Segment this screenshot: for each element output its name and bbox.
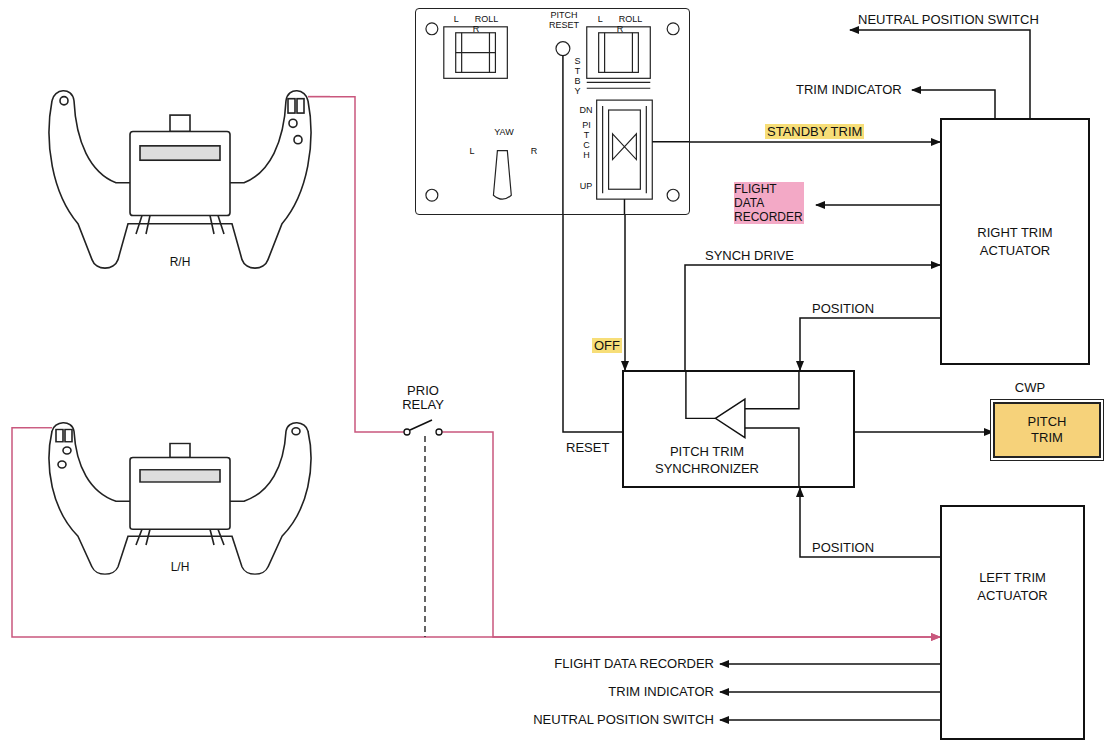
signal-name: NEUTRAL POSITION SWITCH (533, 712, 714, 727)
signal-label: POSITION (812, 301, 874, 316)
panel-heading: CWP (995, 380, 1065, 396)
panel-label: L ROLL R (444, 14, 508, 34)
panel-label: L ROLL R (588, 14, 652, 34)
signal-label: OFF (592, 338, 622, 353)
signal-line (624, 215, 626, 370)
signal-name: NEUTRAL POSITION SWITCH (858, 12, 1039, 27)
panel-label: PITCH RESET (542, 10, 586, 30)
leader-line (850, 30, 1030, 118)
control-yoke: R/H (30, 70, 330, 275)
panel-label: L (466, 146, 478, 156)
panel-label: STBY (573, 57, 582, 97)
yoke-illustration (30, 70, 330, 275)
yoke-illustration (30, 405, 330, 580)
signal-line (800, 488, 940, 557)
node-text: RIGHT TRIM ACTUATOR (963, 224, 1067, 259)
synchronizer-box: PITCH TRIM SYNCHRONIZER (622, 370, 855, 488)
signal-line (563, 215, 622, 432)
leader-line (720, 663, 940, 665)
panel-label: UP (579, 181, 593, 191)
signal-label: POSITION (812, 540, 874, 555)
panel-label: DN (579, 105, 593, 115)
signal-label: STANDBY TRIM (765, 124, 864, 139)
signal-name: TRIM INDICATOR (796, 82, 902, 97)
caution-panel-box: CWPPITCH TRIM (993, 402, 1101, 458)
signal-label: SYNCH DRIVE (705, 248, 794, 263)
signal-name: FLIGHT DATA RECORDER (554, 656, 714, 671)
node-text: PITCH TRIM (1012, 414, 1082, 447)
yoke-label: L/H (30, 560, 330, 574)
actuator-box: LEFT TRIM ACTUATOR (940, 505, 1085, 740)
yoke-label: R/H (30, 255, 330, 269)
control-panel: L ROLL RPITCH RESETL ROLL RYAWLRSTBYDNPI… (415, 8, 690, 215)
panel-label: R (528, 146, 540, 156)
leader-line (720, 691, 940, 693)
node-text: PITCH TRIM SYNCHRONIZER (642, 443, 772, 478)
panel-label: YAW (488, 127, 520, 137)
leader-line (720, 719, 940, 721)
panel-label: PITCH (582, 121, 591, 161)
control-yoke: L/H (30, 405, 330, 580)
signal-line (685, 265, 940, 370)
node-text: LEFT TRIM ACTUATOR (961, 569, 1065, 604)
actuator-box: RIGHT TRIM ACTUATOR (940, 118, 1090, 365)
signal-name: PRIO RELAY (396, 384, 450, 412)
signal-name: TRIM INDICATOR (608, 684, 714, 699)
leader-line (816, 204, 940, 206)
leader-line (912, 90, 995, 118)
signal-label: RESET (566, 440, 609, 455)
signal-name: FLIGHT DATA RECORDER (734, 182, 804, 224)
signal-line (855, 431, 993, 433)
signal-line (690, 141, 940, 143)
panel-illustration (416, 9, 689, 214)
signal-line (800, 318, 940, 370)
